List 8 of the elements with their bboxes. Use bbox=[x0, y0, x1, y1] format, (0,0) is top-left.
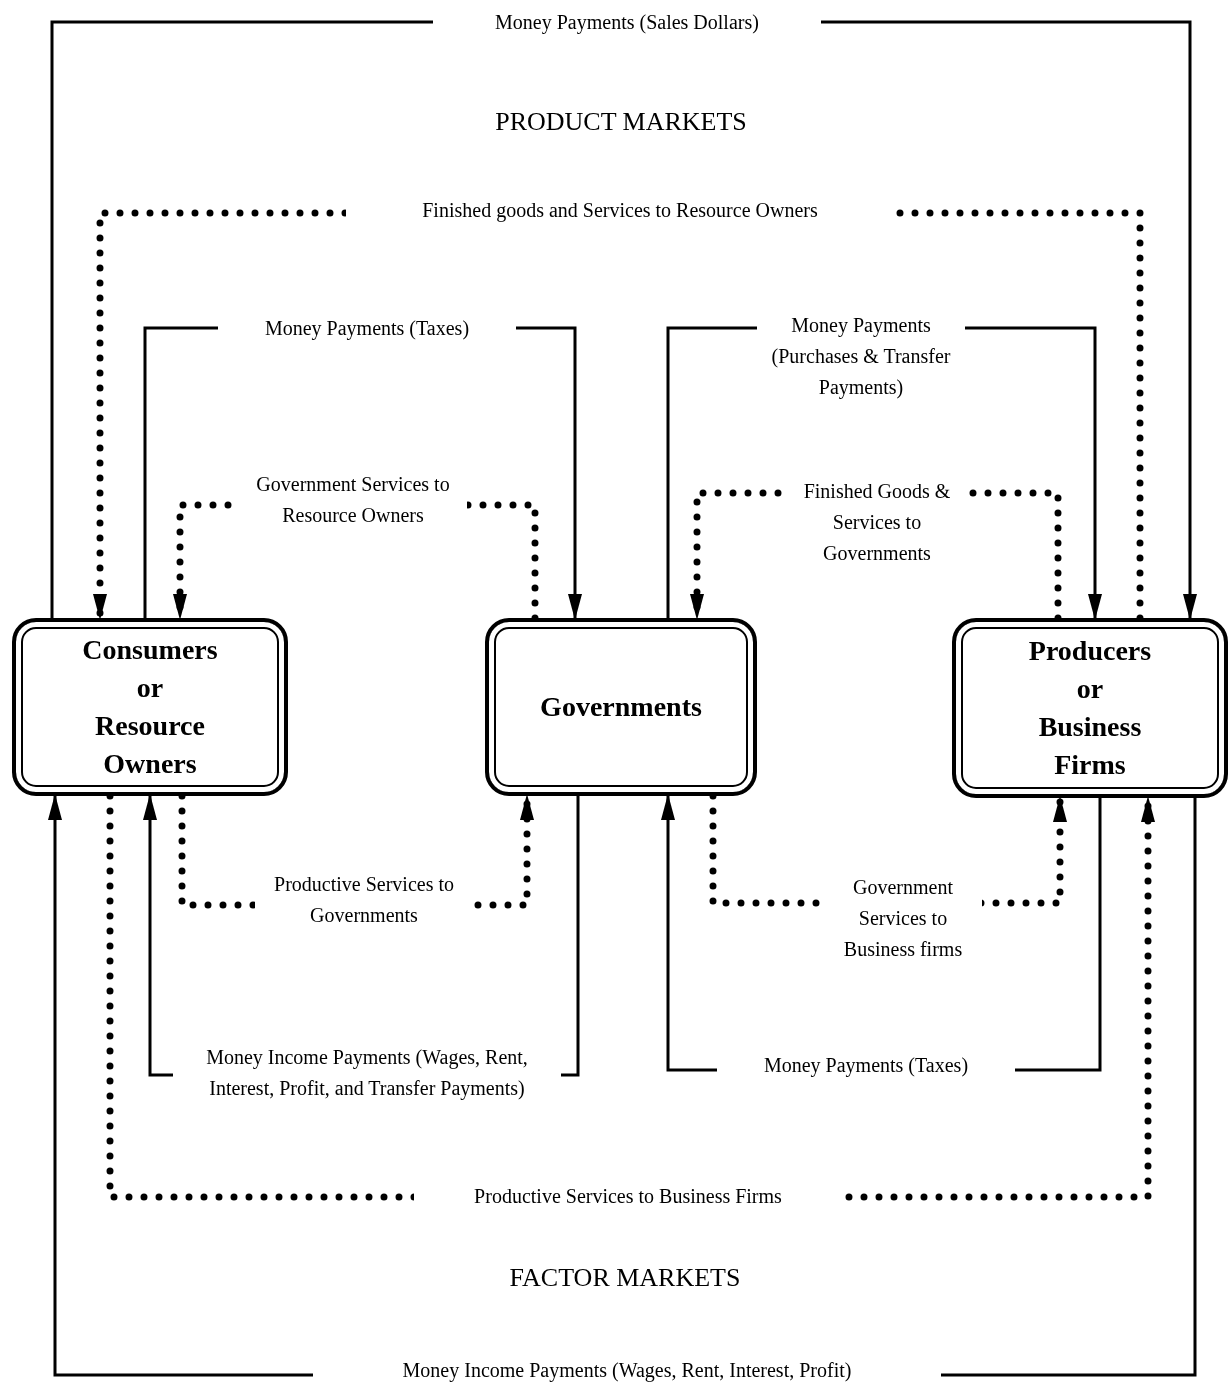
entity-box bbox=[485, 618, 757, 796]
entity-box bbox=[12, 618, 288, 796]
node-title: Governments bbox=[540, 690, 702, 724]
node-title: Consumers or Resource Owners bbox=[82, 633, 218, 781]
node-title: Producers or Business Firms bbox=[1028, 634, 1152, 782]
market-label: PRODUCT MARKETS bbox=[495, 107, 747, 137]
entity-box bbox=[952, 618, 1228, 798]
market-label: FACTOR MARKETS bbox=[509, 1263, 741, 1293]
